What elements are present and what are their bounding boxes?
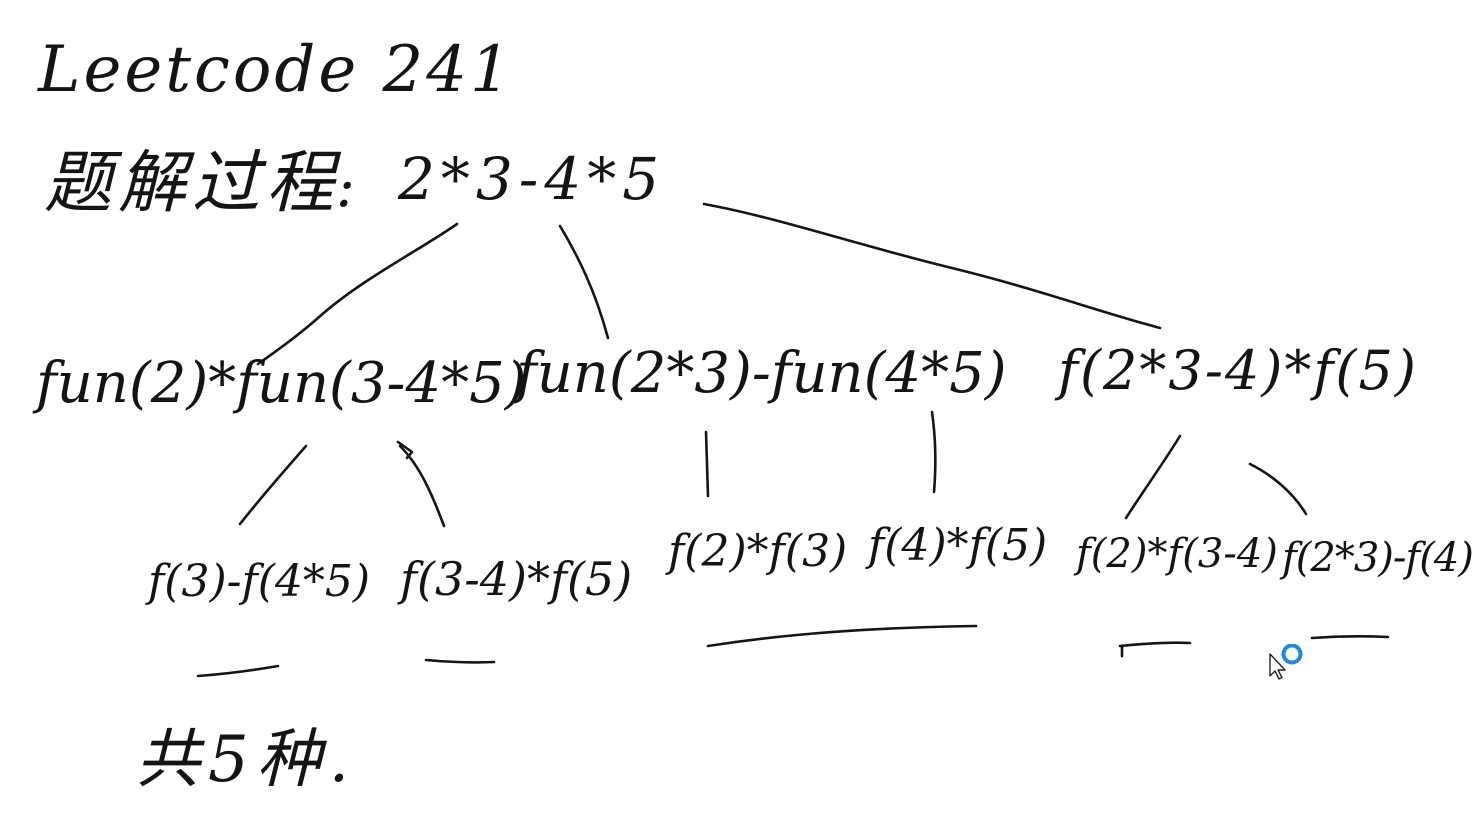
underline-leaf-1 <box>196 664 280 678</box>
underline-leaf-5 <box>1118 641 1192 648</box>
edge-split-1-leaf-2-tick <box>396 440 414 460</box>
heading-colon: : <box>336 155 356 220</box>
edge-split-3-leaf-6 <box>1248 462 1308 516</box>
sub-split-node-1: f(3)-f(4*5) <box>148 556 371 607</box>
split-node-1: fun(2)*fun(3-4*5) <box>36 351 527 416</box>
split-node-2: fun(2*3)-fun(4*5) <box>516 341 1007 406</box>
underline-leaf-2 <box>424 658 496 664</box>
edge-root-split-2 <box>558 224 610 340</box>
edge-split-1-leaf-1 <box>238 444 308 526</box>
edge-split-2-leaf-3 <box>704 430 710 498</box>
sub-split-node-5: f(2)*f(3-4) <box>1076 531 1278 577</box>
root-expression: 2*3-4*5 <box>398 145 666 213</box>
edge-split-3-leaf-5 <box>1124 434 1182 520</box>
solution-process-label: 题解过程 <box>44 144 341 223</box>
edge-split-2-leaf-4 <box>930 410 937 494</box>
edge-root-split-3 <box>702 202 1162 330</box>
edge-root-split-1 <box>256 222 459 366</box>
total-count-note: 共5种. <box>136 723 358 797</box>
sub-split-node-3: f(2)*f(3) <box>668 526 848 577</box>
underline-leaves-3-4 <box>706 624 978 648</box>
sub-split-node-4: f(4)*f(5) <box>868 520 1048 571</box>
pen-pointer-icon <box>1269 644 1303 680</box>
edge-split-1-leaf-2 <box>398 444 446 528</box>
sub-split-node-2: f(3-4)*f(5) <box>400 552 633 606</box>
split-node-3: f(2*3-4)*f(5) <box>1058 339 1418 402</box>
page-title: Leetcode 241 <box>38 33 514 107</box>
sub-split-node-6: f(2*3)-f(4) <box>1282 535 1474 581</box>
underline-leaf-6 <box>1310 635 1390 640</box>
